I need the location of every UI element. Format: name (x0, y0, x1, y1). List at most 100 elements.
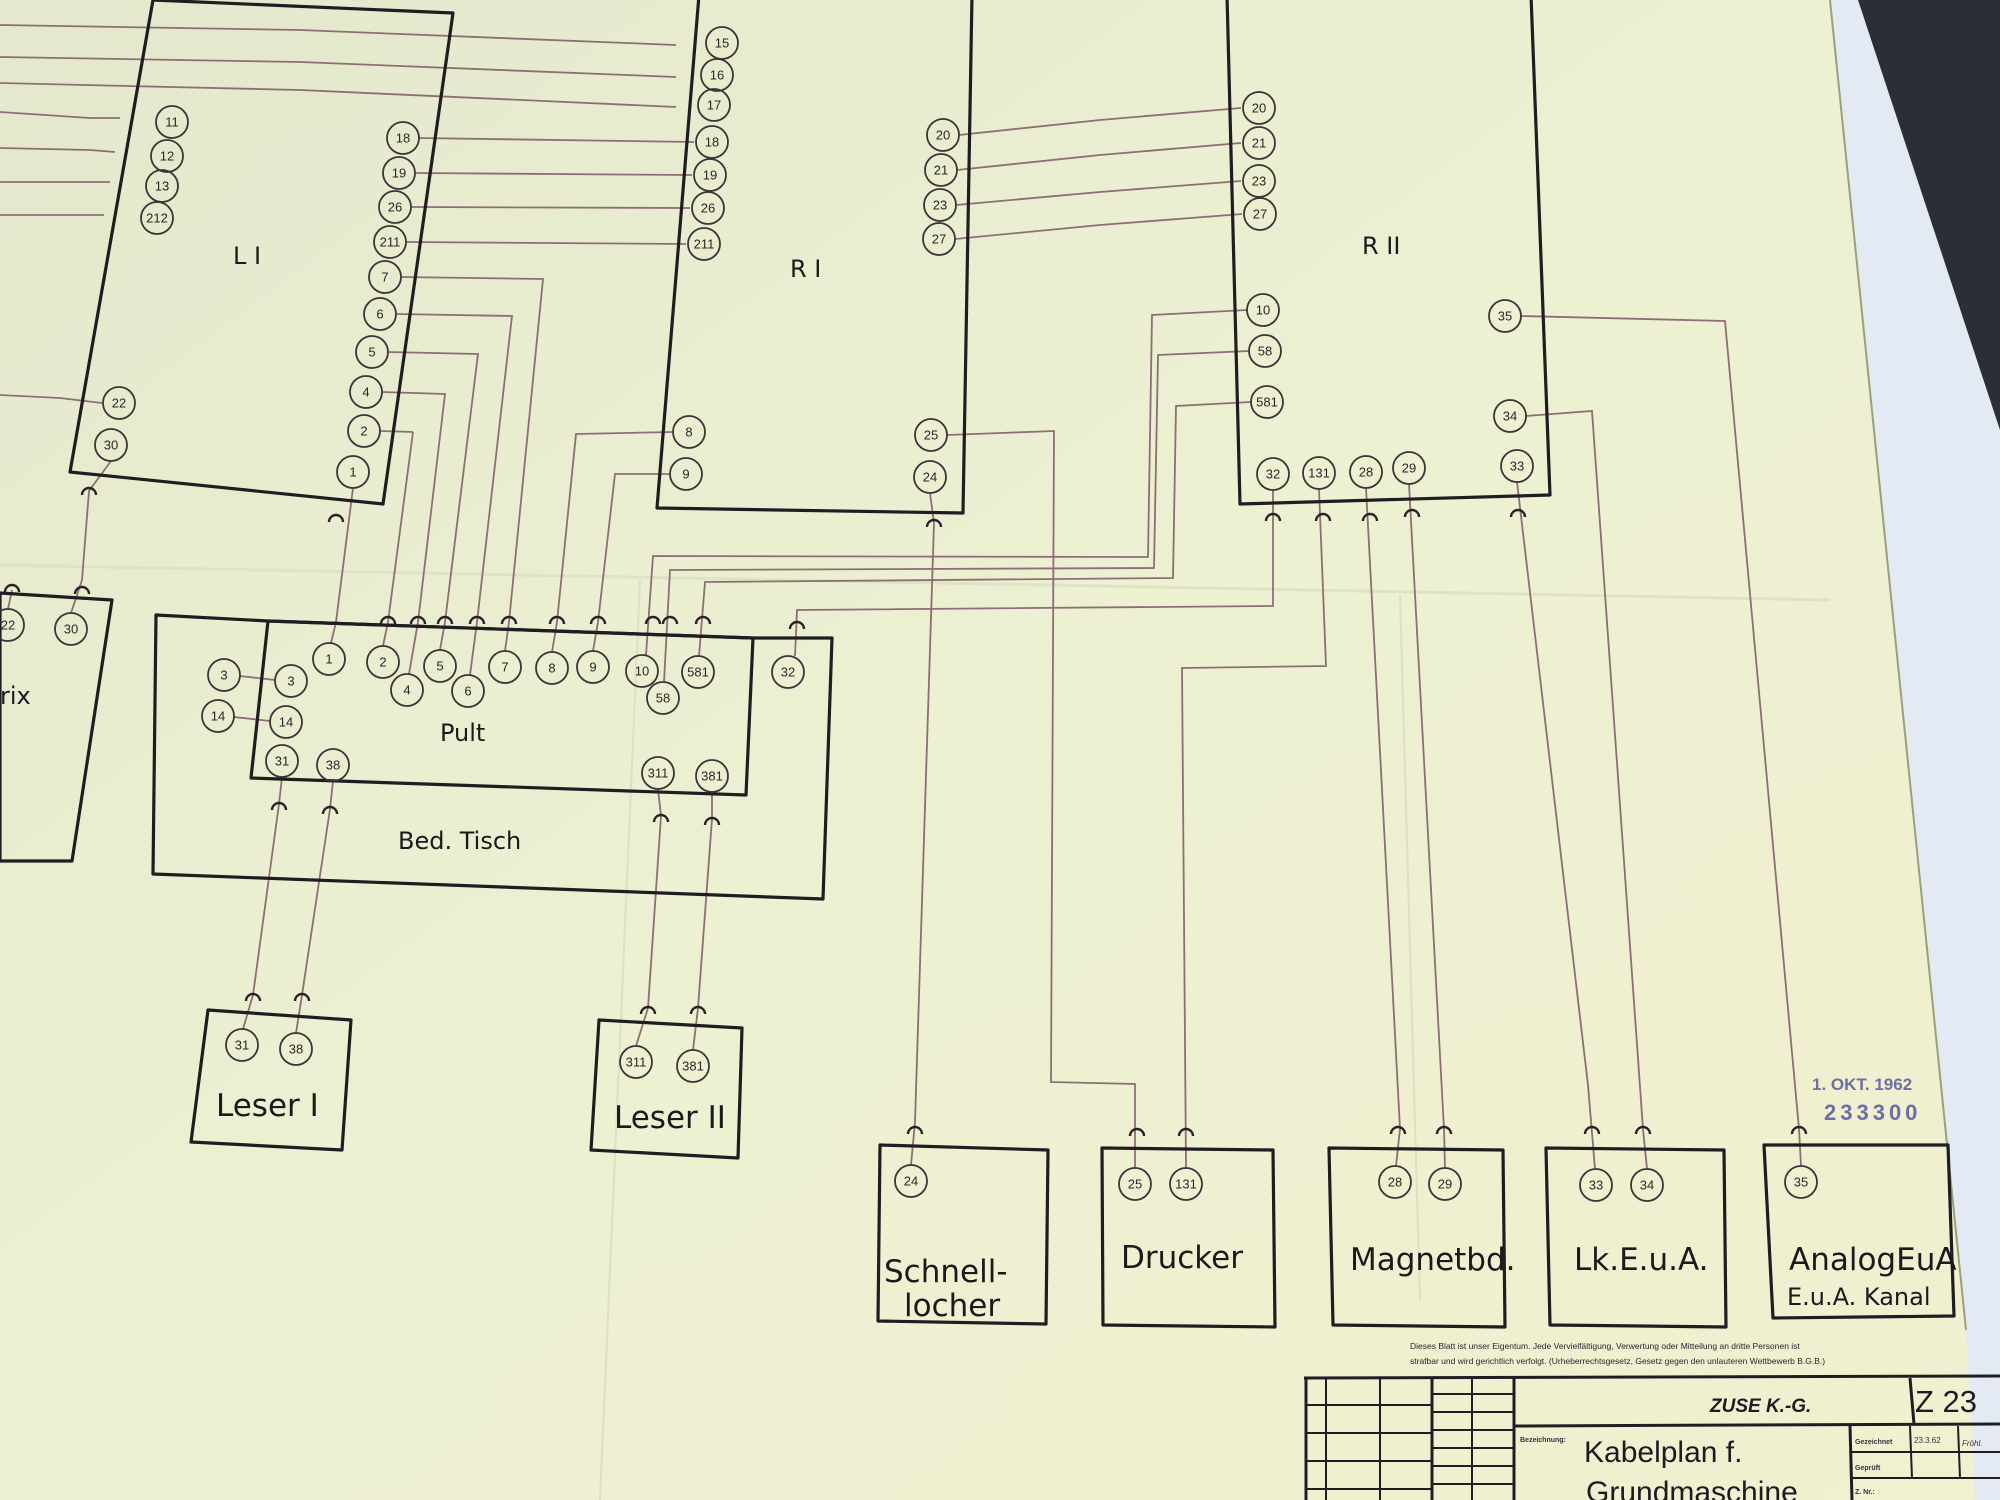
connector-label: 22 (1, 618, 15, 633)
connector-pult: 3 (207, 658, 241, 692)
connector-circle (697, 88, 731, 122)
plug-hook-icon (73, 585, 91, 595)
cable-wire (1516, 481, 1596, 1170)
plug-hook-icon (327, 513, 345, 523)
connector-label: 19 (392, 166, 406, 181)
connector-label: 27 (1253, 207, 1267, 222)
connector-pult: 8 (535, 651, 569, 685)
connector-circle (926, 118, 960, 152)
connector-circle (923, 188, 957, 222)
connector-lk: 33 (1579, 1168, 1613, 1202)
cable-wire (1181, 488, 1327, 1169)
connector-label: 29 (1402, 461, 1416, 476)
plug-hook-icon (244, 992, 262, 1002)
unit-label-bed-tisch: Bed. Tisch (398, 827, 521, 855)
connector-label: 5 (436, 659, 443, 674)
connector-label: 4 (362, 385, 369, 400)
connector-l1: 12 (150, 139, 184, 173)
connector-circle (672, 415, 706, 449)
connector-circle (451, 674, 485, 708)
unit-label-schnelllocher-2: locher (904, 1288, 1000, 1324)
connector-l1: 1 (336, 455, 370, 489)
z-nr-label: Z. Nr.: (1855, 1489, 1875, 1496)
cable-wire (592, 473, 670, 652)
connector-pult: 2 (366, 645, 400, 679)
connector-label: 2 (379, 655, 386, 670)
archive-number-stamp: 233300 (1824, 1100, 1921, 1125)
connector-label: 29 (1438, 1177, 1452, 1192)
unit-box-leser1 (189, 1008, 353, 1152)
unit-box-matrix (0, 591, 114, 863)
connector-circle (201, 699, 235, 733)
unit-box-drucker (1100, 1146, 1277, 1329)
connector-schnelllocher: 24 (894, 1164, 928, 1198)
connector-label: 20 (1252, 101, 1266, 116)
connector-circle (1428, 1167, 1462, 1201)
cable-wire (405, 241, 687, 245)
company-name: ZUSE K.-G. (1709, 1396, 1811, 1417)
unit-label-analog-1: AnalogEuA (1789, 1242, 1957, 1278)
connector-circle (102, 386, 136, 420)
cable-wire (1520, 315, 1802, 1167)
connector-label: 23 (933, 198, 947, 213)
connector-label: 31 (235, 1038, 249, 1053)
connector-label: 581 (687, 665, 709, 680)
connector-circle (363, 297, 397, 331)
connector-analog: 35 (1784, 1165, 1818, 1199)
connector-circle (207, 658, 241, 692)
connector-pult: 7 (488, 650, 522, 684)
cable-wire (379, 430, 414, 433)
connector-label: 33 (1510, 459, 1524, 474)
connector-circle (488, 650, 522, 684)
connector-r2: 20 (1242, 91, 1276, 125)
connector-r1: 211 (687, 227, 721, 261)
connector-circle (368, 260, 402, 294)
drawing-number: Z 23 (1915, 1384, 1977, 1419)
connector-l1: 5 (355, 335, 389, 369)
cable-wire (955, 180, 1242, 206)
connector-circle (336, 455, 370, 489)
fold-line (1399, 594, 1421, 1301)
connector-pult: 10 (625, 654, 659, 688)
cable-wire (910, 492, 935, 1166)
connector-label: 20 (936, 128, 950, 143)
connector-label: 10 (1256, 303, 1270, 318)
connector-circle (1349, 455, 1383, 489)
connector-circle (922, 222, 956, 256)
connector-label: 38 (326, 758, 340, 773)
plug-hook-icon (1509, 508, 1527, 518)
unit-box-pult (249, 619, 755, 797)
connector-pult: 38 (316, 748, 350, 782)
cable-wire (418, 137, 695, 143)
unit-label-schnelllocher-1: Schnell- (884, 1254, 1008, 1290)
connector-label: 34 (1640, 1178, 1654, 1193)
connector-circle (681, 655, 715, 689)
connector-circle (669, 457, 703, 491)
connector-circle (535, 651, 569, 685)
connector-label: 131 (1308, 466, 1330, 481)
connector-label: 311 (626, 1055, 647, 1070)
connector-circle (1118, 1167, 1152, 1201)
connector-circle (1169, 1167, 1203, 1201)
connector-circle (1493, 399, 1527, 433)
plug-hook-icon (689, 1005, 707, 1015)
connector-matrix: 30 (54, 612, 88, 646)
unit-box-schnelllocher (876, 1143, 1050, 1326)
connector-label: 381 (682, 1059, 704, 1074)
connector-leser1: 31 (225, 1028, 259, 1062)
connector-label: 131 (1175, 1177, 1197, 1192)
connector-circle (687, 227, 721, 261)
unit-label-r1: R I (790, 255, 821, 283)
connector-label: 26 (701, 201, 715, 216)
connector-label: 9 (682, 467, 689, 482)
paper-edge-strip (1830, 0, 2000, 1500)
connector-circle (693, 158, 727, 192)
cable-wire (414, 172, 693, 176)
connector-circle (1243, 197, 1277, 231)
connector-label: 31 (275, 754, 289, 769)
connector-circle (695, 125, 729, 159)
connector-r1: 9 (669, 457, 703, 491)
connector-circle (1302, 456, 1336, 490)
cable-wire (954, 213, 1243, 240)
connector-label: 32 (781, 665, 795, 680)
